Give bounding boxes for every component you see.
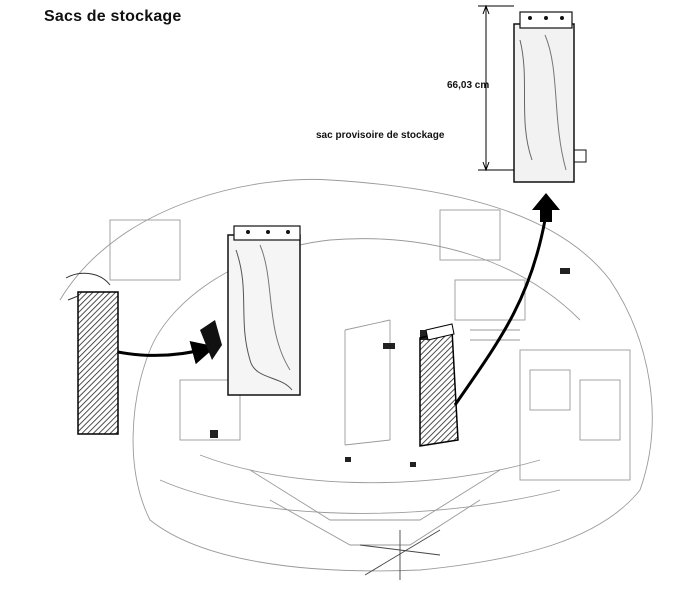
height-dimension-label: 66,03 cm [447, 80, 490, 91]
top-temporary-bag [513, 11, 587, 183]
panel-details [210, 268, 570, 467]
height-dimension-line [478, 4, 514, 172]
right-stowed-bag [419, 323, 459, 447]
arrow-right-to-top [453, 219, 547, 406]
axis-marker [359, 529, 441, 580]
arrow-left-to-center [117, 341, 216, 365]
temporary-bag-label: sac provisoire de stockage [316, 130, 445, 141]
capsule-interior [59, 179, 653, 572]
up-arrow-head [532, 193, 560, 222]
center-open-bag [200, 225, 301, 396]
diagram-title: Sacs de stockage [44, 8, 182, 25]
left-stowed-bag [65, 272, 119, 435]
